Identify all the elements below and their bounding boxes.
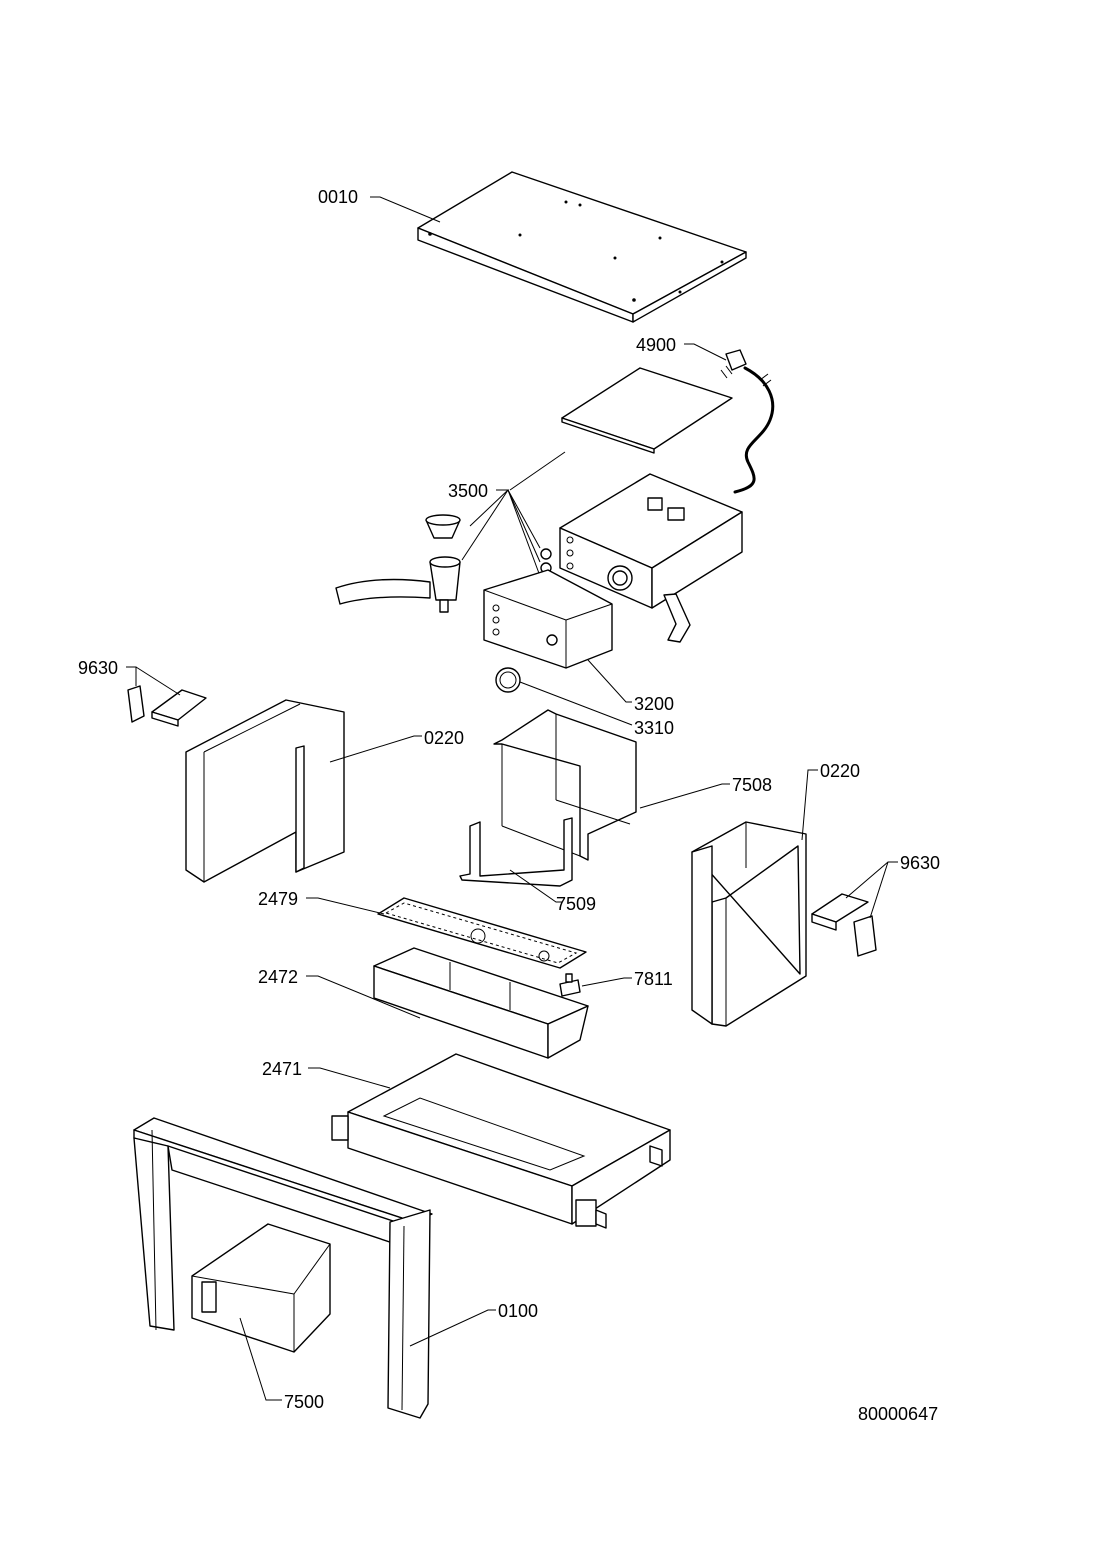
- part-7811-fitting: [559, 973, 581, 997]
- leader-9630-right: [845, 861, 898, 899]
- callout-2472: 2472: [258, 967, 298, 987]
- callout-9630-right: 9630: [900, 853, 940, 873]
- drawing-number: 80000647: [858, 1404, 938, 1424]
- part-7509-lower-frame: [459, 817, 573, 887]
- callout-2479: 2479: [258, 889, 298, 909]
- leader-0010: [370, 196, 441, 223]
- leader-7500: [239, 1317, 282, 1401]
- leader-0220-left: [329, 735, 422, 763]
- leader-2472: [306, 975, 421, 1019]
- part-0220-left-side-panel: [185, 699, 345, 883]
- part-cover-plate: [561, 367, 733, 454]
- callout-3200: 3200: [634, 694, 674, 714]
- leader-3310: [519, 681, 633, 726]
- leader-2479: [306, 897, 385, 915]
- callout-7811: 7811: [634, 969, 673, 989]
- part-9630-left-brackets: [127, 685, 207, 727]
- part-0010-top-cover: [417, 171, 747, 323]
- callout-0010: 0010: [318, 187, 358, 207]
- leader-9630-left: [126, 666, 137, 686]
- leader-7811: [581, 977, 632, 987]
- part-filter-holder: [335, 514, 461, 613]
- leader-0220-right: [801, 769, 818, 841]
- leader-7508: [639, 783, 730, 809]
- part-3200-front-panel: [483, 569, 613, 669]
- part-electrics-box: [559, 473, 743, 643]
- callout-0220-right: 0220: [820, 761, 860, 781]
- callout-3310: 3310: [634, 718, 674, 738]
- callout-2471: 2471: [262, 1059, 302, 1079]
- callout-0220-left: 0220: [424, 728, 464, 748]
- part-9630-right-brackets: [811, 893, 877, 957]
- callout-7508: 7508: [732, 775, 772, 795]
- callout-7500: 7500: [284, 1392, 324, 1412]
- callout-0100: 0100: [498, 1301, 538, 1321]
- part-2479-drip-grid: [377, 897, 587, 969]
- leader-0100: [409, 1309, 496, 1347]
- callout-9630-left: 9630: [78, 658, 118, 678]
- part-0220-right-side-panel: [691, 821, 807, 1027]
- leader-2471: [308, 1067, 391, 1089]
- part-7500-box: [191, 1223, 331, 1353]
- leader-4900: [684, 343, 727, 361]
- part-2472-drip-tray: [373, 947, 589, 1059]
- callout-3500: 3500: [448, 481, 488, 501]
- callout-4900: 4900: [636, 335, 676, 355]
- part-0100-base-frame: [133, 1117, 433, 1419]
- part-3310-knob: [495, 667, 521, 693]
- part-2471-base-tray: [331, 1053, 671, 1229]
- leader-3200: [587, 659, 632, 703]
- callout-7509: 7509: [556, 894, 596, 914]
- leader-7509: [509, 869, 562, 903]
- part-4900-power-cord: [720, 349, 775, 494]
